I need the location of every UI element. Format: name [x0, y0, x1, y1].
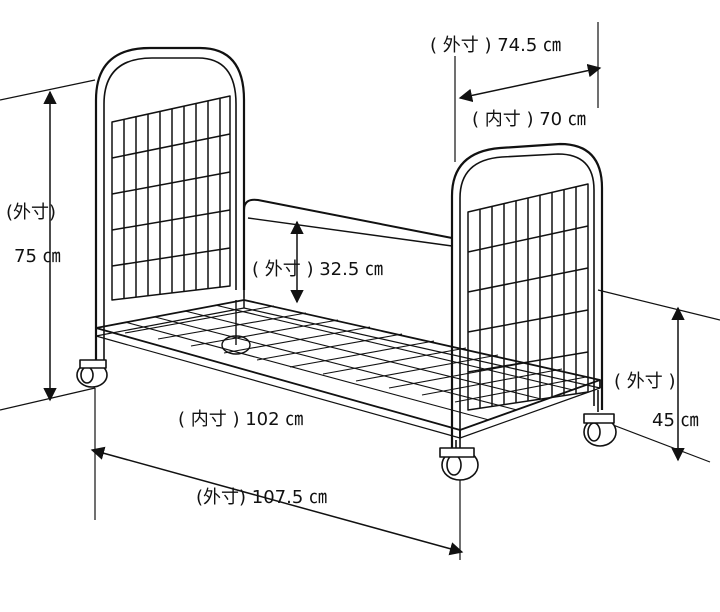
label-top-inner: ( 内寸 ) 70 ㎝: [472, 109, 586, 130]
label-left-outer-value: 75 ㎝: [14, 246, 61, 267]
label-left-outer-tag: (外寸): [6, 202, 56, 223]
cart-illustration: [76, 46, 617, 481]
caster-front-left: [76, 359, 108, 388]
label-bottom-inner: ( 内寸 ) 102 ㎝: [178, 409, 303, 430]
base-platform: [95, 299, 601, 439]
label-top-outer: ( 外寸 ) 74.5 ㎝: [430, 35, 561, 56]
right-grid-panel: [467, 183, 589, 411]
label-bottom-outer: (外寸) 107.5 ㎝: [196, 487, 327, 508]
label-mid-outer: ( 外寸 ) 32.5 ㎝: [252, 259, 383, 280]
right-frame-outer: [450, 142, 604, 455]
left-frame-outer: [94, 46, 246, 362]
guide-lines: [0, 22, 720, 560]
caster-back-right: [583, 390, 617, 447]
side-rail: [243, 198, 453, 239]
right-frame-inner: [459, 153, 595, 450]
label-right-outer-value: 45 ㎝: [652, 410, 699, 431]
caster-front-right: [439, 440, 479, 481]
left-grid-panel: [111, 95, 231, 301]
label-right-outer-tag: ( 外寸 ): [614, 371, 676, 392]
left-frame-inner: [103, 57, 237, 362]
dimension-arrows: [43, 63, 685, 556]
